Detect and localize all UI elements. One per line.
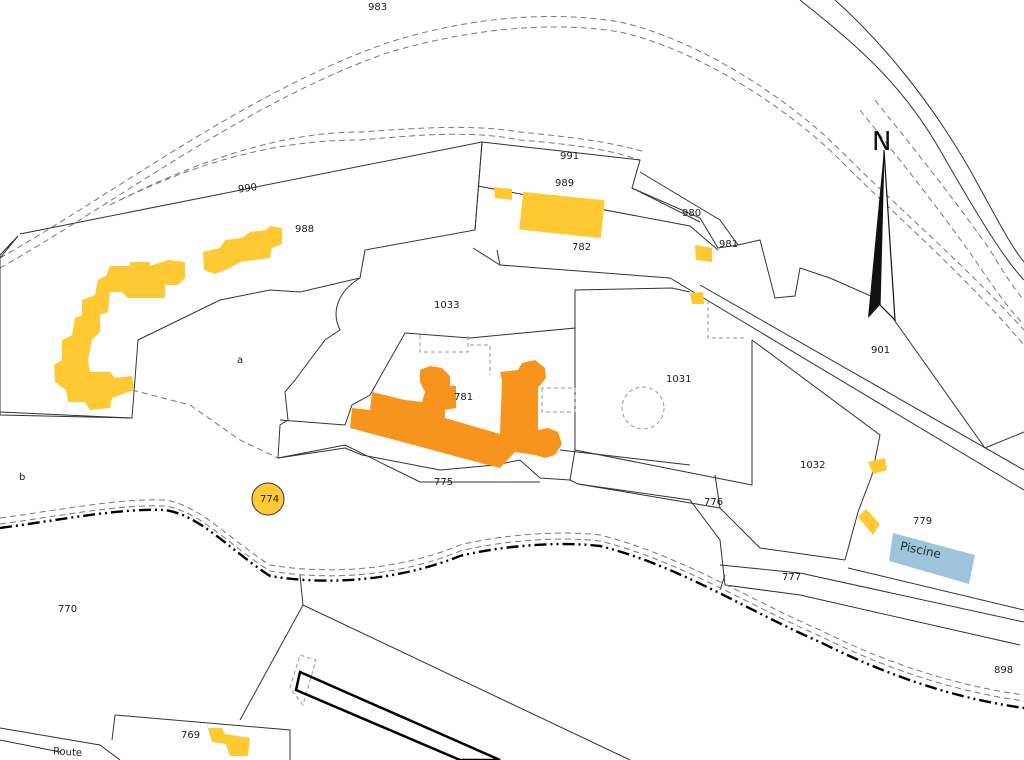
parcel-label-991: 991: [560, 151, 579, 162]
commune-boundary: [0, 499, 1024, 710]
parcel-label-769: 769: [181, 730, 200, 741]
parcel-label-777: 777: [782, 572, 801, 583]
parcel-label-901: 901: [871, 345, 890, 356]
north-arrow-label: N: [872, 127, 891, 157]
parcel-label-770: 770: [58, 604, 77, 615]
building-980: [695, 245, 712, 262]
parcel-label-980: 980: [682, 208, 701, 219]
parcel-label-774: 774: [260, 494, 279, 505]
parcel-label-1032: 1032: [800, 460, 825, 471]
parcel-label-b: b: [19, 472, 25, 483]
building-988-west: [54, 260, 185, 410]
building-989: [519, 191, 605, 239]
parcel-label-779: 779: [913, 516, 932, 527]
north-arrow-icon: N: [868, 127, 896, 322]
top-road-dashed-lines: [0, 16, 1024, 346]
parcel-label-1031: 1031: [666, 374, 691, 385]
secondary-buildings: [54, 187, 887, 756]
parcel-label-990: 990: [237, 182, 257, 196]
parcel-label-989: 989: [555, 178, 574, 189]
parcel-label-983: 983: [368, 2, 387, 13]
northeast-road: [689, 0, 1024, 491]
building-774-tower: [251, 482, 285, 516]
building-779: [858, 509, 880, 535]
building-989-small: [494, 187, 512, 200]
parcel-labels: 983 991 989 990 988 980 981 782 1033 781…: [19, 2, 1013, 759]
building-988-east: [203, 226, 282, 274]
parcel-label-1033: 1033: [434, 300, 459, 311]
main-building-781: [350, 360, 562, 468]
building-981-south: [690, 292, 704, 304]
bottom-road: [294, 670, 501, 760]
building-1032: [868, 458, 887, 474]
parcel-label-981: 981: [719, 239, 738, 250]
parcel-label-898: 898: [994, 665, 1013, 676]
parcel-label-781: 781: [454, 392, 473, 403]
parcel-label-776: 776: [704, 497, 723, 508]
parcel-label-a: a: [237, 355, 243, 366]
building-769: [208, 728, 250, 756]
parcel-label-782: 782: [572, 242, 591, 253]
swimming-pool: Piscine: [889, 533, 975, 584]
route-label: Route: [53, 746, 83, 759]
parcel-label-988: 988: [295, 224, 314, 235]
parcel-label-775: 775: [434, 477, 453, 488]
